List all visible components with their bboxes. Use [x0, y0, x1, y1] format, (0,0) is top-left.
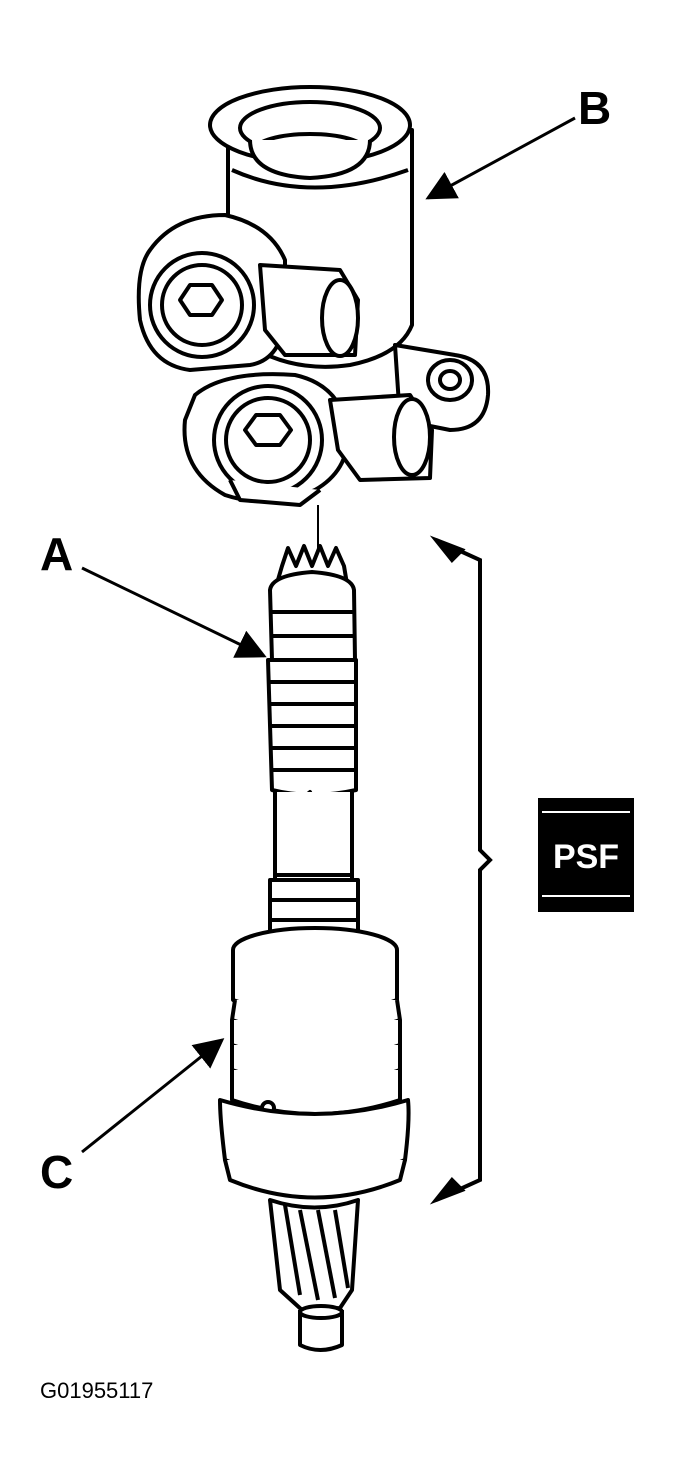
callout-arrow-a — [81, 566, 267, 658]
valve-sleeve — [218, 926, 411, 1352]
callout-label-a: A — [40, 528, 73, 580]
psf-badge: PSF — [538, 798, 634, 912]
callout-arrow-b — [425, 116, 576, 200]
callout-arrow-c — [81, 1038, 225, 1154]
callout-arrows — [81, 116, 576, 1154]
assembly-bracket — [429, 535, 493, 1205]
psf-badge-text: PSF — [553, 838, 619, 876]
valve-body-housing — [136, 85, 491, 507]
callout-label-b: B — [578, 82, 611, 134]
valve-shaft — [266, 544, 360, 970]
callout-label-c: C — [40, 1146, 73, 1198]
figure-id: G01955117 — [40, 1378, 153, 1403]
